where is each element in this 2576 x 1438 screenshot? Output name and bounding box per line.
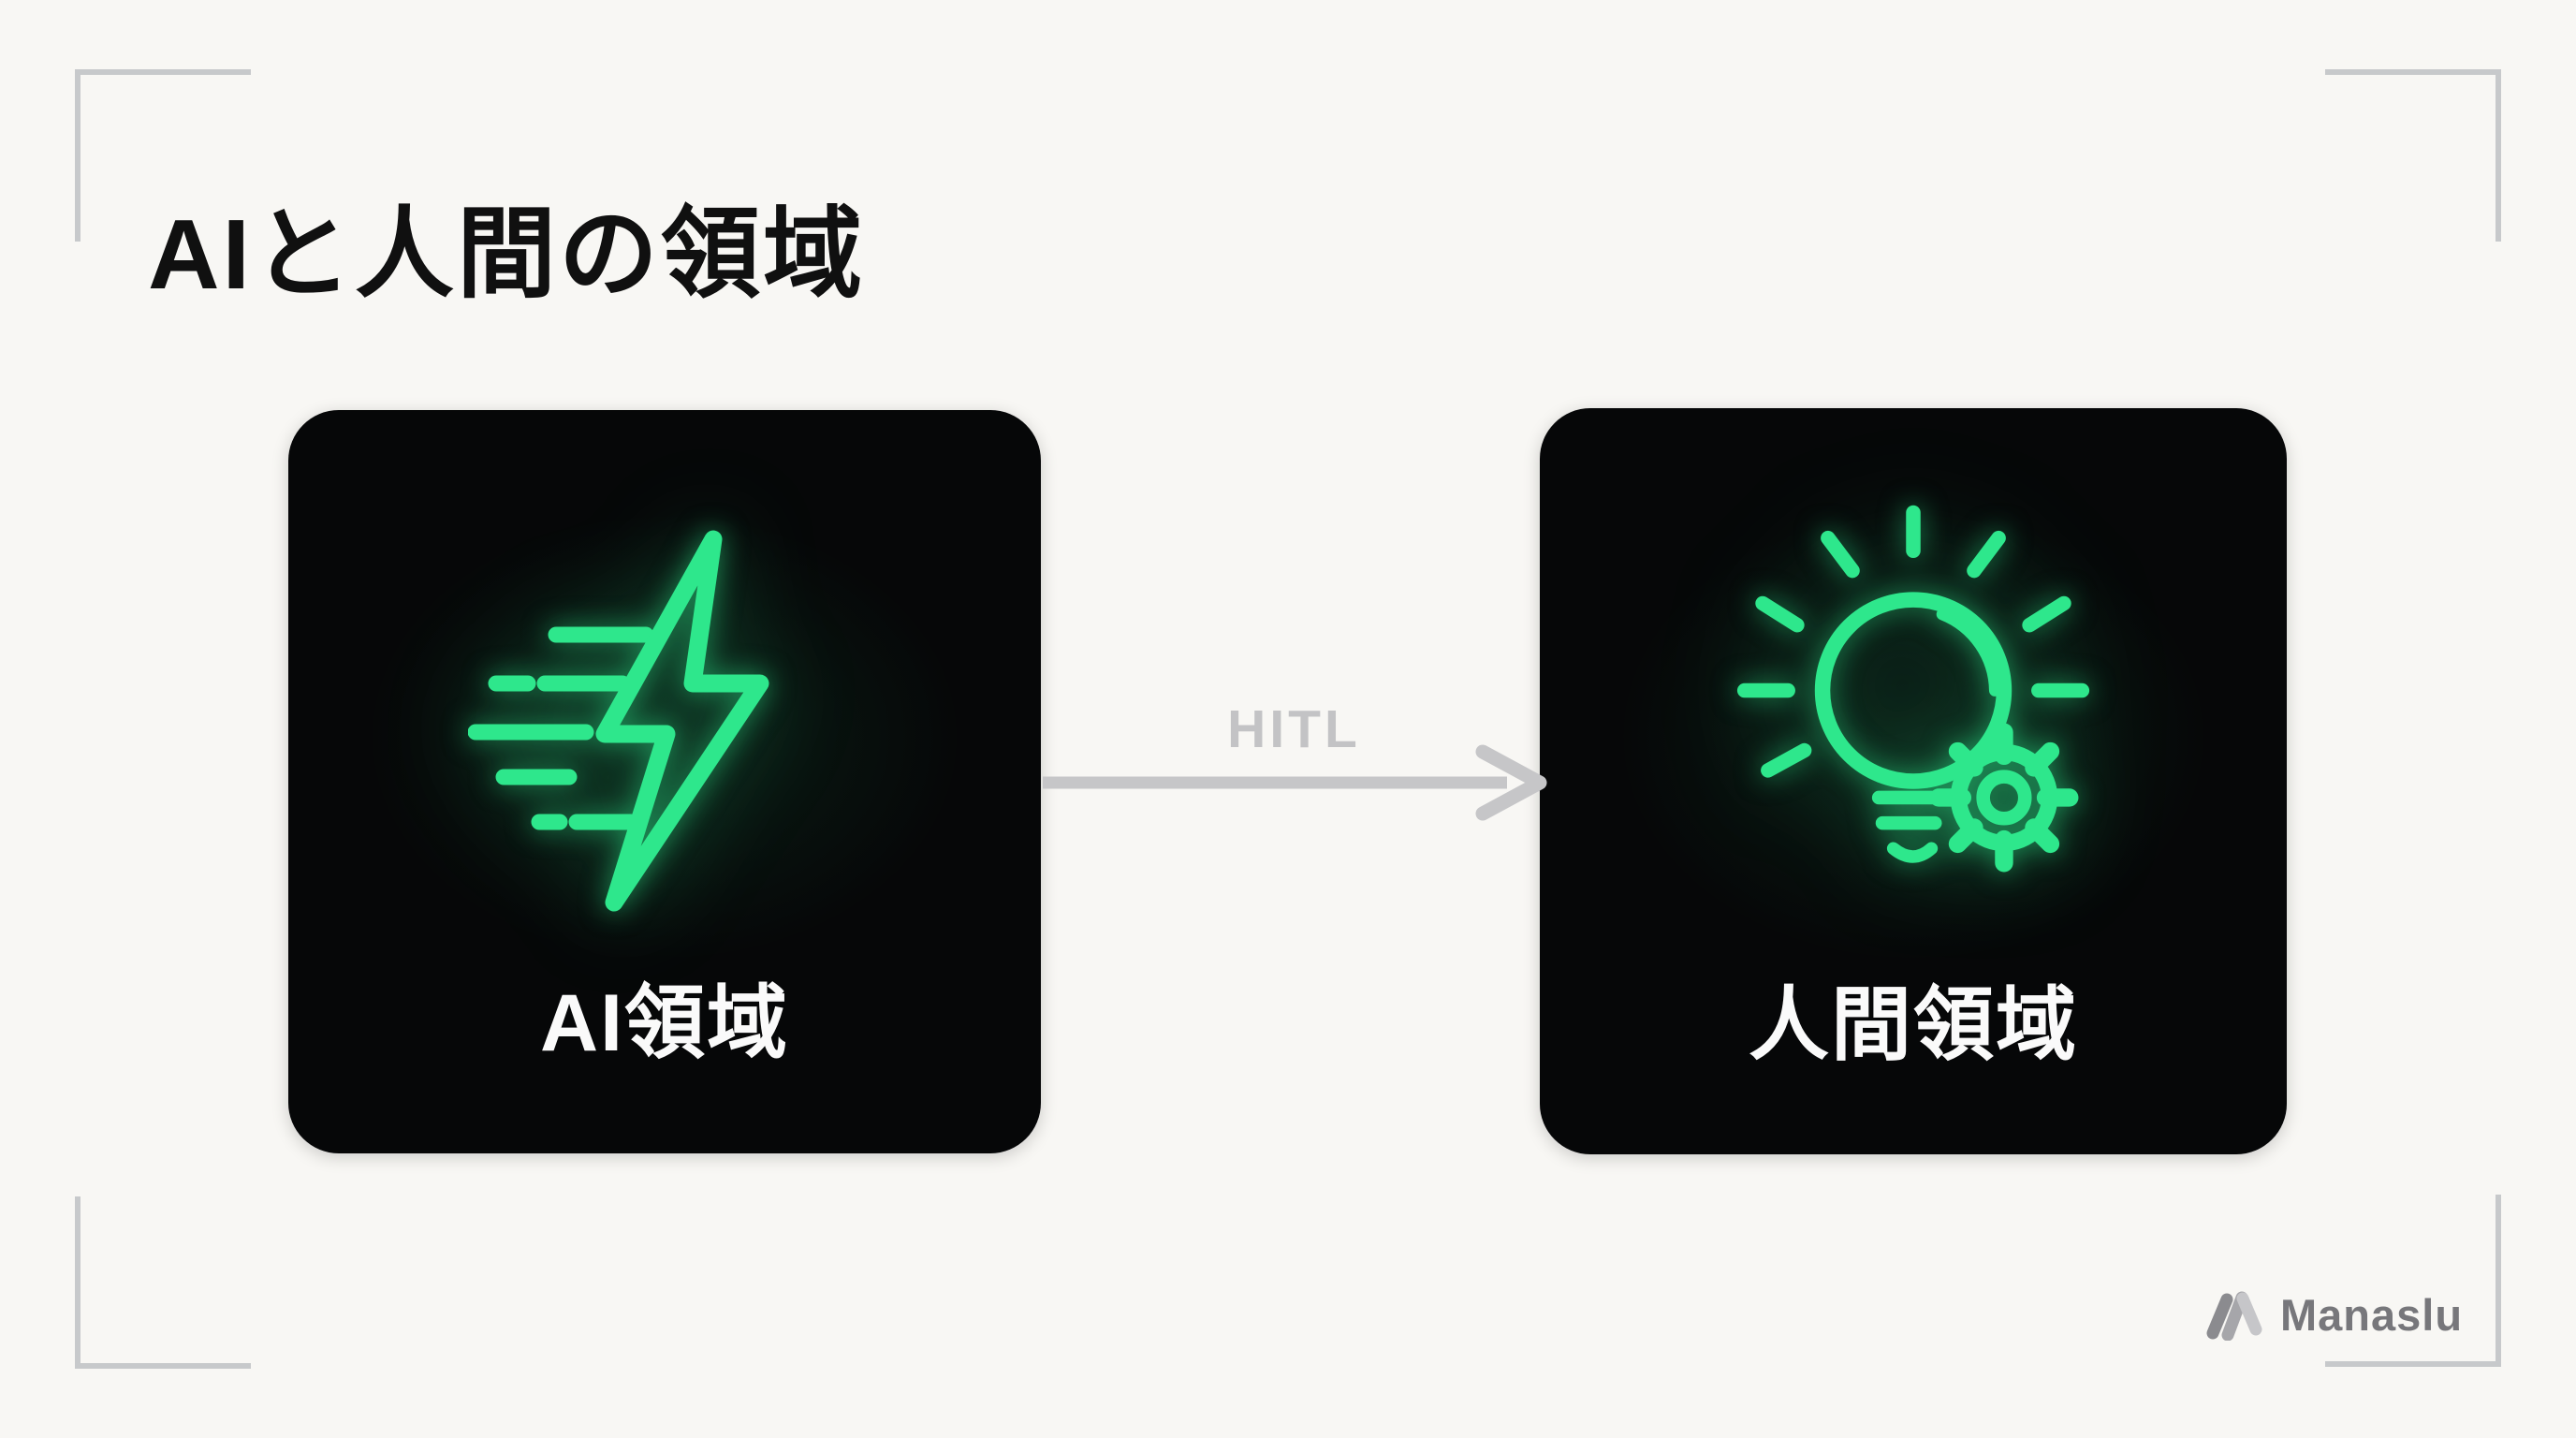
hitl-arrow — [1043, 744, 1547, 821]
corner-bracket-bottom-left — [75, 1196, 251, 1369]
gear-icon — [1929, 723, 2079, 873]
corner-bracket-bottom-right — [2325, 1195, 2501, 1367]
brand-logo: Manaslu — [2202, 1288, 2463, 1341]
brand-name: Manaslu — [2280, 1289, 2464, 1340]
corner-bracket-top-left — [75, 69, 251, 242]
human-domain-card: 人間領域 — [1540, 408, 2287, 1154]
corner-bracket-top-right — [2325, 69, 2501, 242]
card-label: AI領域 — [540, 978, 789, 1068]
ai-domain-card: AI領域 — [288, 410, 1041, 1153]
speed-lightning-icon — [468, 530, 769, 912]
lightbulb-gear-icon — [1736, 505, 2090, 873]
hitl-arrow-label: HITL — [1227, 699, 1361, 759]
manaslu-logo-icon — [2206, 1291, 2262, 1341]
card-label: 人間領域 — [1749, 980, 2078, 1070]
page-title: AIと人間の領域 — [148, 199, 865, 311]
